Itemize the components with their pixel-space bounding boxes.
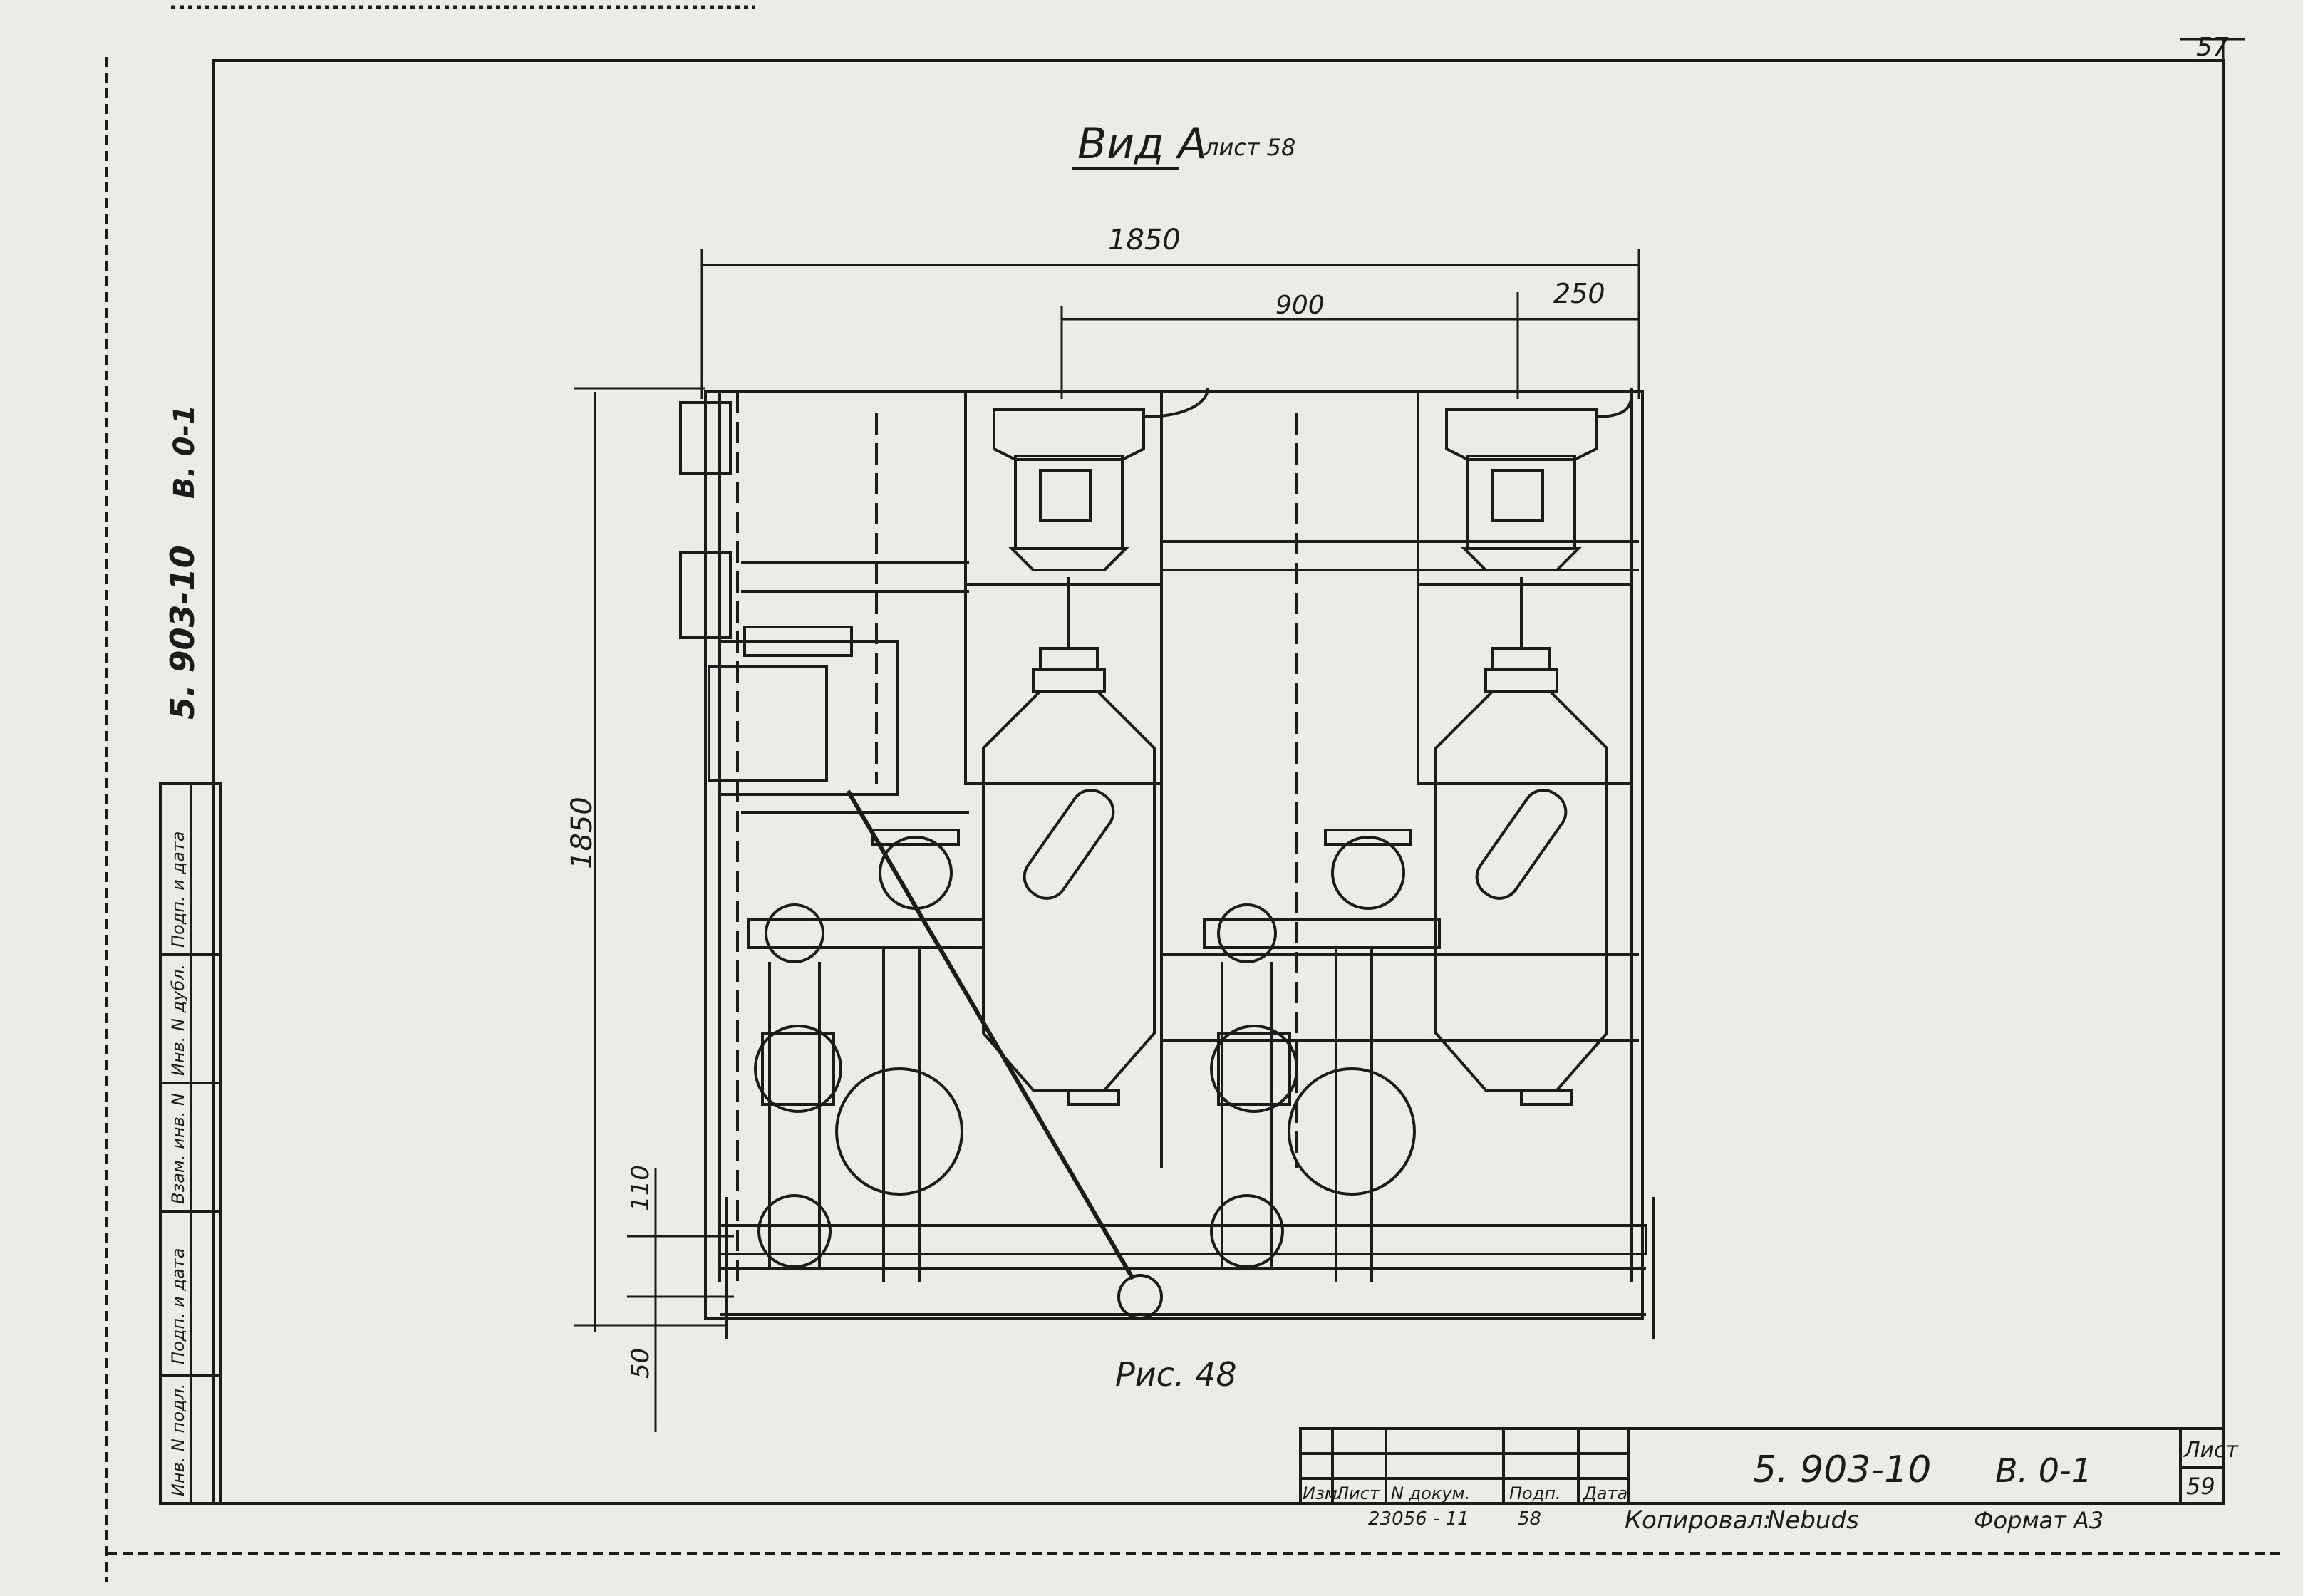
copy-sheet: 58 [1518, 1508, 1541, 1530]
tb-header-list: Лист [1335, 1483, 1380, 1503]
side-variant: В. 0-1 [168, 405, 201, 499]
tb-variant: В. 0-1 [1995, 1451, 2092, 1490]
manifold-base [718, 789, 1655, 1340]
side-stamp [159, 782, 222, 1505]
page-number: 57 [2196, 33, 2229, 62]
tb-header-izm: Изм. [1303, 1483, 1342, 1503]
vessel-1 [982, 577, 1156, 1106]
dim-axis-offset: 250 [1553, 278, 1605, 309]
dim-axis-spacing: 900 [1275, 291, 1325, 320]
tb-sheet-label: Лист [2183, 1438, 2240, 1463]
control-cabinet [679, 401, 899, 796]
tb-sheet-number: 59 [2186, 1473, 2215, 1500]
stamp-label-3: Взам. инв. N [168, 1093, 188, 1204]
dimension-lines [574, 249, 1640, 1432]
side-doc-code: 5. 903-10 [163, 545, 202, 720]
vessel-2 [1434, 577, 1608, 1106]
stamp-label-1: Инв. N подл. [168, 1383, 188, 1496]
dim-pipe-height: 110 [626, 1165, 655, 1211]
copy-number: 23056 - 11 [1368, 1508, 1469, 1530]
motor-1 [993, 388, 1209, 571]
tb-header-date: Дата [1583, 1483, 1627, 1503]
pump-unit-frame [704, 390, 1644, 1320]
view-title: Вид А [1077, 119, 1207, 169]
tb-doc-code: 5. 903-10 [1753, 1449, 1931, 1491]
copied-by-label: Копировал: [1625, 1506, 1771, 1535]
dim-overall-height: 1850 [566, 797, 599, 869]
stamp-label-4: Инв. N дубл. [168, 964, 188, 1076]
tb-header-sign: Подп. [1509, 1483, 1561, 1503]
title-block [1299, 1427, 2225, 1505]
view-reference: лист 58 [1204, 134, 1295, 161]
sheet-format: Формат А3 [1974, 1507, 2103, 1534]
stamp-label-2: Подп. и дата [168, 1248, 188, 1365]
dim-overall-width: 1850 [1108, 224, 1181, 256]
motor-2 [1445, 388, 1633, 571]
pump-group-2 [1203, 829, 1441, 1282]
figure-caption: Рис. 48 [1115, 1355, 1237, 1394]
pump-group-1 [747, 829, 985, 1282]
tb-header-doc: N докум. [1391, 1483, 1470, 1503]
sheet-frame [105, 5, 2280, 1582]
copied-by-signature: Nebuds [1767, 1506, 1859, 1535]
dim-base-offset: 50 [626, 1348, 655, 1379]
stamp-label-5: Подп. и дата [168, 831, 188, 948]
